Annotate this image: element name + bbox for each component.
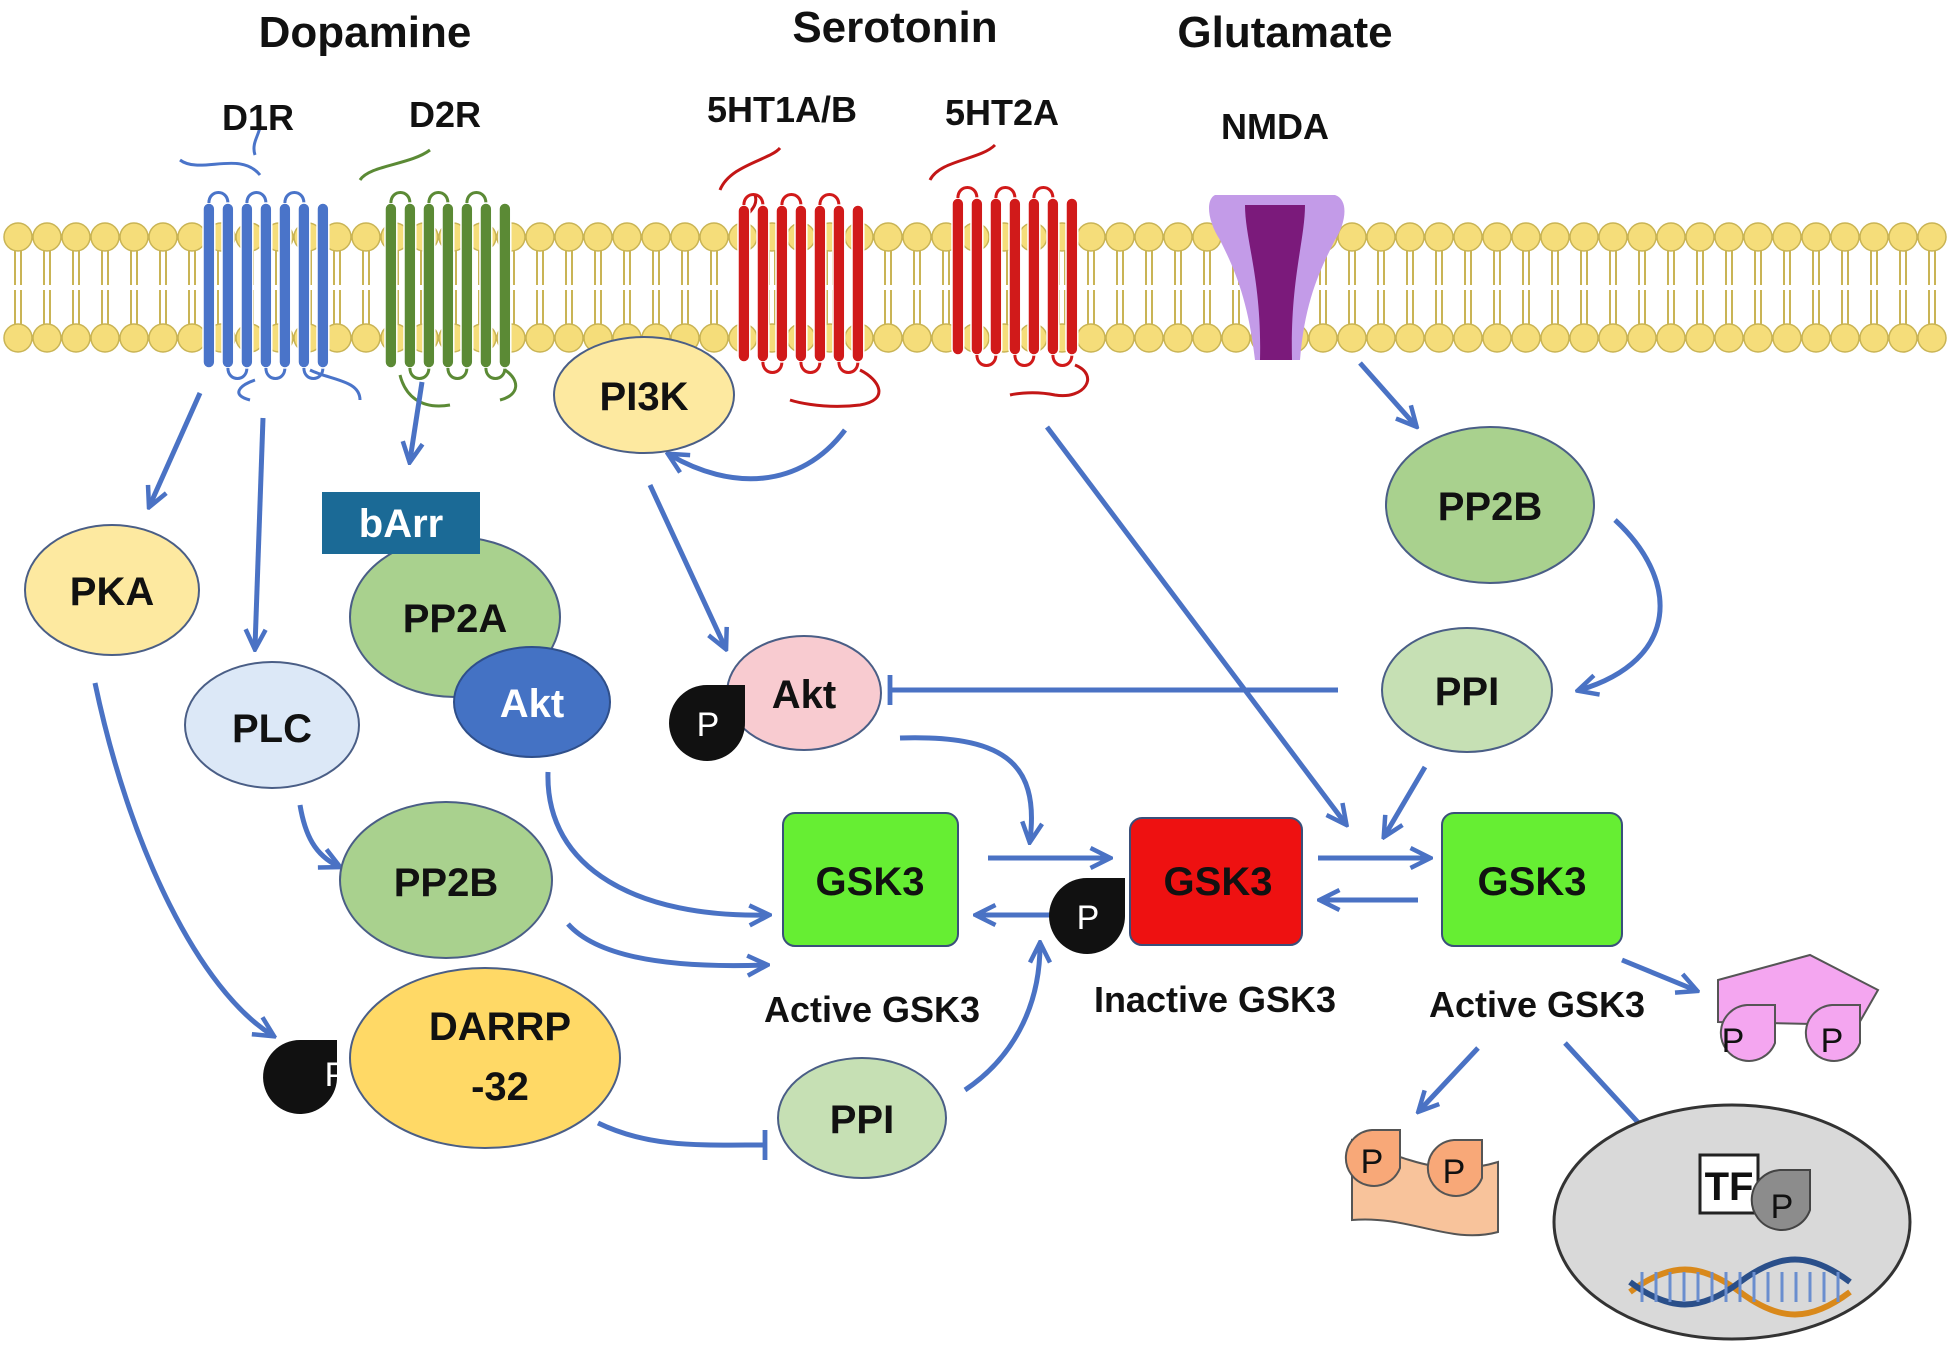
phospho-gsk3-badge: P bbox=[1049, 878, 1126, 954]
darpp-label-line1: DARRP bbox=[429, 1005, 571, 1049]
pka-node: PKA bbox=[24, 524, 200, 656]
d2r-label: D2R bbox=[409, 94, 481, 135]
active-gsk3-right-caption: Active GSK3 bbox=[1429, 984, 1645, 1025]
pink-p1-label: P bbox=[1722, 1022, 1745, 1060]
phospho-gsk3-label: P bbox=[1077, 899, 1100, 937]
glutamate-label: Glutamate bbox=[1177, 8, 1392, 57]
5ht1ab-label: 5HT1A/B bbox=[707, 89, 857, 130]
nucleus: TF P bbox=[1552, 1103, 1912, 1341]
d1r-label: D1R bbox=[222, 97, 294, 138]
orange-substrate: P P bbox=[1344, 1129, 1499, 1237]
ppi-bottom-node: PPI bbox=[777, 1057, 947, 1179]
pka-label: PKA bbox=[70, 570, 154, 614]
tf-label: TF bbox=[1705, 1165, 1754, 1209]
gsk3-right-label: GSK3 bbox=[1478, 860, 1587, 904]
pp2b-left-label: PP2B bbox=[394, 861, 499, 905]
pp2b-right-node: PP2B bbox=[1385, 426, 1595, 584]
pink-p2-label: P bbox=[1821, 1022, 1844, 1060]
d1r-receptor bbox=[179, 119, 362, 402]
darpp-label-line2: -32 bbox=[471, 1065, 529, 1109]
plc-label: PLC bbox=[232, 707, 312, 751]
5ht2a-label: 5HT2A bbox=[945, 92, 1059, 133]
phospho-akt-badge: P bbox=[669, 685, 746, 761]
gsk3-inactive: GSK3 bbox=[1129, 817, 1303, 946]
tf-box bbox=[1698, 1153, 1760, 1215]
pp2b-right-label: PP2B bbox=[1438, 485, 1543, 529]
pink-substrate: P P bbox=[1717, 953, 1880, 1062]
ppi-bottom-label: PPI bbox=[830, 1098, 894, 1142]
phospho-darpp-badge: P bbox=[263, 1040, 347, 1114]
pi3k-node: PI3K bbox=[553, 336, 735, 454]
5ht2a-receptor bbox=[928, 143, 1089, 398]
darpp32-node: DARRP -32 bbox=[349, 967, 621, 1149]
orange-p2-label: P bbox=[1443, 1153, 1466, 1191]
dna-helix bbox=[1628, 1256, 1852, 1318]
akt-p-label: Akt bbox=[772, 673, 836, 717]
plc-node: PLC bbox=[184, 661, 360, 789]
ppi-right-node: PPI bbox=[1381, 627, 1553, 753]
pp2a-label: PP2A bbox=[403, 597, 508, 641]
gsk3-left-label: GSK3 bbox=[816, 860, 925, 904]
serotonin-label: Serotonin bbox=[792, 3, 997, 52]
pp2a-akt-complex: PP2A Akt bbox=[349, 536, 611, 758]
gsk3-active-left: GSK3 bbox=[782, 812, 959, 947]
barr-box: bArr bbox=[322, 492, 480, 554]
gsk3-active-right: GSK3 bbox=[1441, 812, 1623, 947]
d2r-receptor bbox=[358, 148, 518, 408]
dopamine-label: Dopamine bbox=[259, 8, 472, 57]
akt-complex-label: Akt bbox=[500, 682, 564, 726]
phospho-darpp-label: P bbox=[325, 1056, 348, 1094]
phospho-akt-label: P bbox=[697, 706, 720, 744]
orange-p1-label: P bbox=[1361, 1143, 1384, 1181]
gsk3-mid-label: GSK3 bbox=[1164, 860, 1273, 904]
inactive-gsk3-caption: Inactive GSK3 bbox=[1094, 979, 1336, 1020]
active-gsk3-left-caption: Active GSK3 bbox=[764, 989, 980, 1030]
pi3k-label: PI3K bbox=[600, 375, 689, 419]
5ht1ab-receptor bbox=[718, 146, 881, 408]
pp2b-left-node: PP2B bbox=[339, 801, 553, 959]
nmda-receptor bbox=[1208, 195, 1345, 360]
akt-phospho-node: Akt bbox=[726, 635, 882, 751]
ppi-right-label: PPI bbox=[1435, 670, 1499, 714]
tf-p-label: P bbox=[1771, 1188, 1794, 1226]
nmda-label: NMDA bbox=[1221, 106, 1329, 147]
pathway-arrows bbox=[92, 361, 1695, 1168]
barr-label: bArr bbox=[359, 502, 443, 546]
